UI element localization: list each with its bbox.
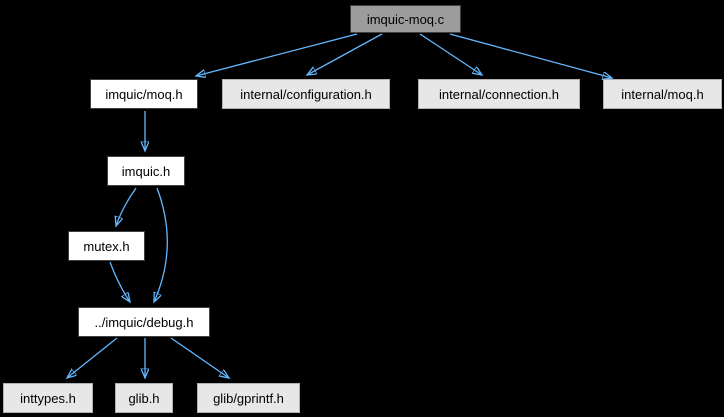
- node-internal-moq-h[interactable]: internal/moq.h: [603, 79, 722, 109]
- edge-imquic-moq-c-to-internal-connection-h: [419, 33, 482, 75]
- node-internal-configuration-h[interactable]: internal/configuration.h: [222, 79, 390, 109]
- node-imquic-h[interactable]: imquic.h: [107, 156, 185, 186]
- edge-imquic-moq-c-to-internal-moq-h: [449, 33, 612, 78]
- edge-imquic-h-to-debug-h: [154, 187, 168, 302]
- node-glib-gprintf-h[interactable]: glib/gprintf.h: [197, 383, 300, 413]
- node-imquic-debug-h[interactable]: ../imquic/debug.h: [78, 307, 210, 337]
- node-inttypes-h[interactable]: inttypes.h: [3, 383, 93, 413]
- node-imquic-moq-h[interactable]: imquic/moq.h: [90, 79, 198, 109]
- edge-imquic-h-to-mutex-h: [116, 187, 137, 226]
- node-glib-h[interactable]: glib.h: [115, 383, 173, 413]
- edge-debug-h-to-inttypes-h: [67, 337, 118, 378]
- node-imquic-moq-c: imquic-moq.c: [350, 5, 461, 33]
- edge-mutex-h-to-debug-h: [109, 261, 130, 302]
- node-internal-connection-h[interactable]: internal/connection.h: [418, 79, 580, 109]
- edge-debug-h-to-glib-gprintf-h: [170, 337, 229, 378]
- edge-imquic-moq-c-to-internal-configuration-h: [307, 33, 383, 75]
- node-mutex-h[interactable]: mutex.h: [68, 231, 145, 261]
- edge-imquic-moq-c-to-imquic-moq-h: [196, 33, 358, 76]
